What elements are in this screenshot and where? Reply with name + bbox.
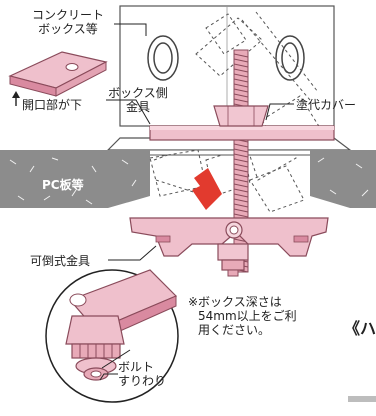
bolt-thread xyxy=(233,153,249,158)
leader-lines xyxy=(99,23,294,381)
cut-off-bar xyxy=(348,396,376,402)
label-box-side-bracket: ボックス側 金具 xyxy=(100,86,176,114)
note-box-depth: ※ボックス深さは 54mm以上をご利 用ください。 xyxy=(188,295,297,337)
bolt-thread xyxy=(233,58,249,63)
label-tiltable-bracket: 可倒式金具 xyxy=(30,254,91,268)
label-opening: 開口部が下 xyxy=(22,98,83,112)
bolt-thread xyxy=(233,83,249,88)
bolt-thread xyxy=(233,148,249,153)
bracket-detail xyxy=(8,51,108,97)
box-side-bracket xyxy=(149,105,335,141)
label-concrete-box-line2: ボックス等 xyxy=(38,22,98,36)
label-pc-board: PC板等 xyxy=(42,178,84,192)
bolt-thread xyxy=(233,183,249,188)
label-bolt: ボルト すりわり xyxy=(118,360,166,388)
label-concrete-box-line1: コンクリート xyxy=(31,8,104,22)
label-bolt-line2: すりわり xyxy=(118,374,167,388)
note-line2: 54mm以上をご利 xyxy=(198,309,297,323)
bolt-thread xyxy=(233,68,249,73)
bolt-thread xyxy=(233,208,249,213)
bolt-thread xyxy=(233,188,249,193)
bolt-thread xyxy=(233,193,249,198)
label-cut-off: 《ハ xyxy=(344,319,376,338)
bolt-thread xyxy=(233,163,249,168)
label-paint-cover: 塗代カバー xyxy=(296,98,357,112)
bolt-thread xyxy=(233,168,249,173)
bolt-thread xyxy=(233,143,249,148)
bolt-thread xyxy=(233,78,249,83)
down-arrow-icon xyxy=(192,168,222,210)
label-bolt-line1: ボルト xyxy=(118,360,155,374)
bolt-thread xyxy=(233,93,249,98)
bolt-thread xyxy=(233,213,249,218)
bottom-nut xyxy=(217,243,249,277)
up-arrow-icon xyxy=(12,91,20,106)
tiltable-bracket xyxy=(129,217,329,257)
bolt-thread xyxy=(233,158,249,163)
magnifier-circle xyxy=(45,269,179,403)
bolt-thread xyxy=(233,173,249,178)
pc-board xyxy=(0,150,376,208)
bolt-thread xyxy=(233,98,249,103)
label-box-side-bracket-line2: 金具 xyxy=(125,100,150,114)
bolt-thread xyxy=(233,178,249,183)
bolt-thread xyxy=(233,73,249,78)
note-line3: 用ください。 xyxy=(198,323,271,337)
bolt-thread xyxy=(233,63,249,68)
bolt-thread xyxy=(233,88,249,93)
note-line1: ※ボックス深さは xyxy=(188,295,282,309)
bolt-thread xyxy=(233,203,249,208)
bolt-thread xyxy=(233,198,249,203)
bolt-thread xyxy=(233,53,249,58)
label-box-side-bracket-line1: ボックス側 xyxy=(108,86,168,100)
label-concrete-box: コンクリート ボックス等 xyxy=(16,8,120,36)
